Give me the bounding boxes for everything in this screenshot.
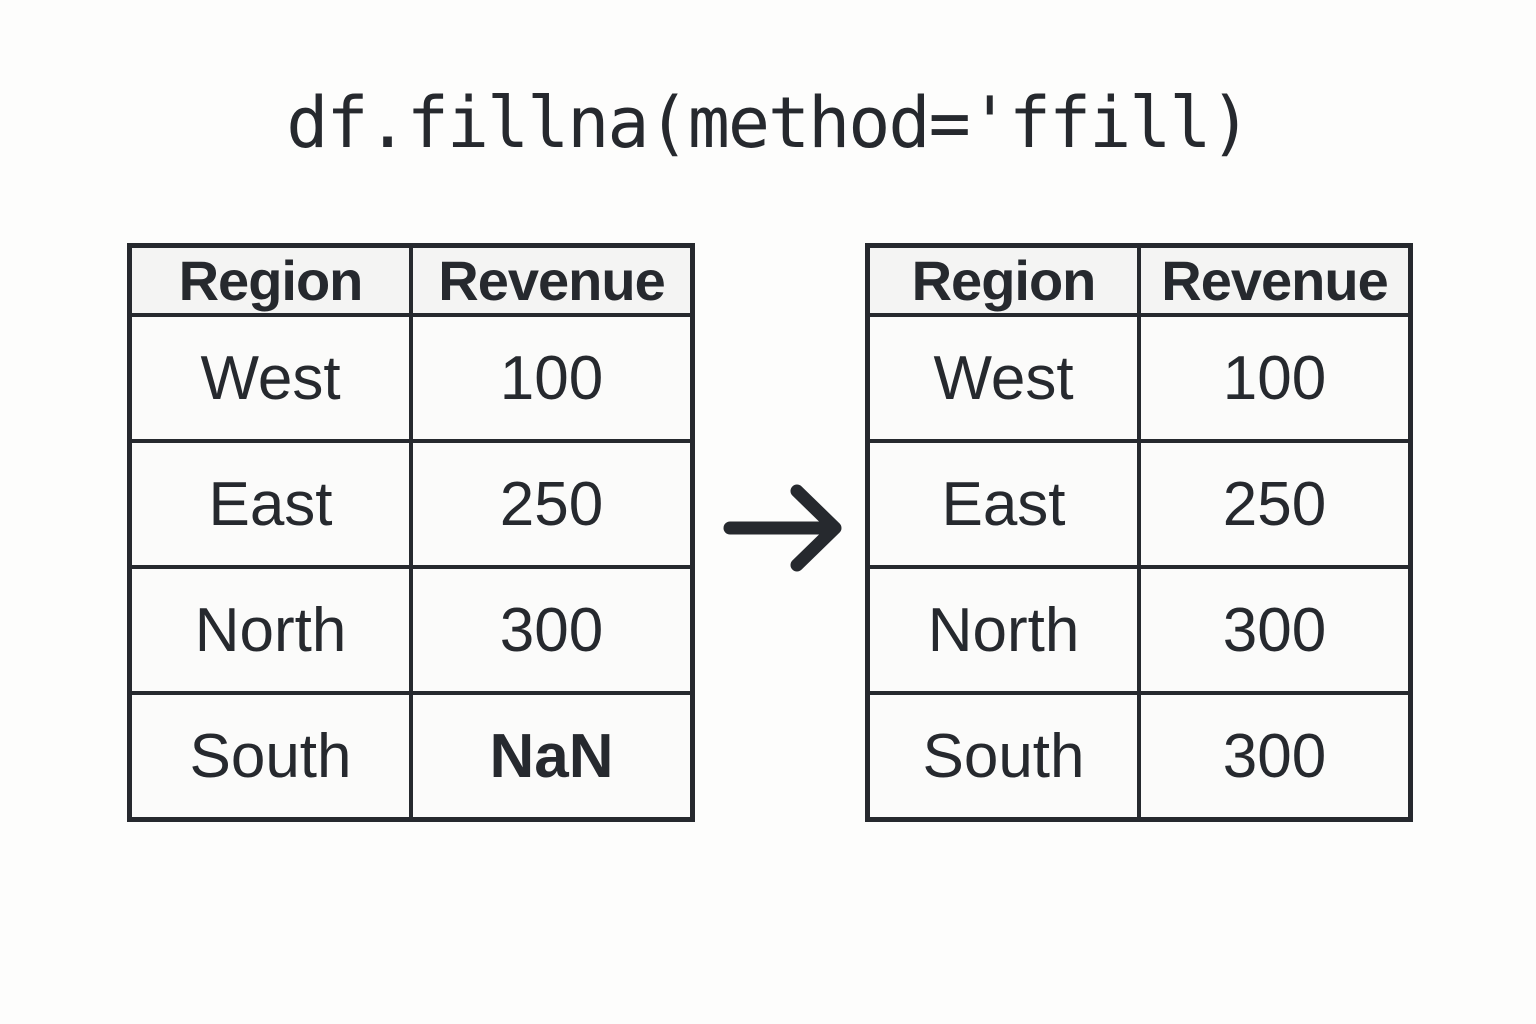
right-arrow-icon xyxy=(723,484,842,572)
column-header-region: Region xyxy=(127,243,413,317)
table-header-row: Region Revenue xyxy=(127,243,695,317)
cell-region: West xyxy=(865,312,1141,444)
table-before-fillna: Region Revenue West 100 East 250 North 3… xyxy=(127,243,695,822)
table-row: North 300 xyxy=(865,565,1413,696)
table-row: South 300 xyxy=(865,691,1413,822)
cell-revenue: 250 xyxy=(1137,439,1413,570)
table-header-row: Region Revenue xyxy=(865,243,1413,317)
cell-revenue: 100 xyxy=(1137,312,1413,444)
cell-region: West xyxy=(127,312,413,444)
table-after-fillna: Region Revenue West 100 East 250 North 3… xyxy=(865,243,1413,822)
cell-revenue-filled: 300 xyxy=(1137,691,1413,822)
column-header-revenue: Revenue xyxy=(409,243,695,317)
cell-region: North xyxy=(865,565,1141,696)
cell-revenue: 300 xyxy=(1137,565,1413,696)
table-row: West 100 xyxy=(127,312,695,444)
cell-revenue: 300 xyxy=(409,565,695,696)
table-row: South NaN xyxy=(127,691,695,822)
table-row: West 100 xyxy=(865,312,1413,444)
cell-region: North xyxy=(127,565,413,696)
cell-revenue: 100 xyxy=(409,312,695,444)
cell-region: South xyxy=(865,691,1141,822)
transform-arrow xyxy=(705,478,850,578)
column-header-region: Region xyxy=(865,243,1141,317)
cell-revenue: 250 xyxy=(409,439,695,570)
table-row: North 300 xyxy=(127,565,695,696)
cell-region: East xyxy=(127,439,413,570)
cell-revenue-nan: NaN xyxy=(409,691,695,822)
cell-region: South xyxy=(127,691,413,822)
table-row: East 250 xyxy=(127,439,695,570)
table-row: East 250 xyxy=(865,439,1413,570)
page-title: df.fillna(method='ffill) xyxy=(286,82,1251,164)
cell-region: East xyxy=(865,439,1141,570)
column-header-revenue: Revenue xyxy=(1137,243,1413,317)
